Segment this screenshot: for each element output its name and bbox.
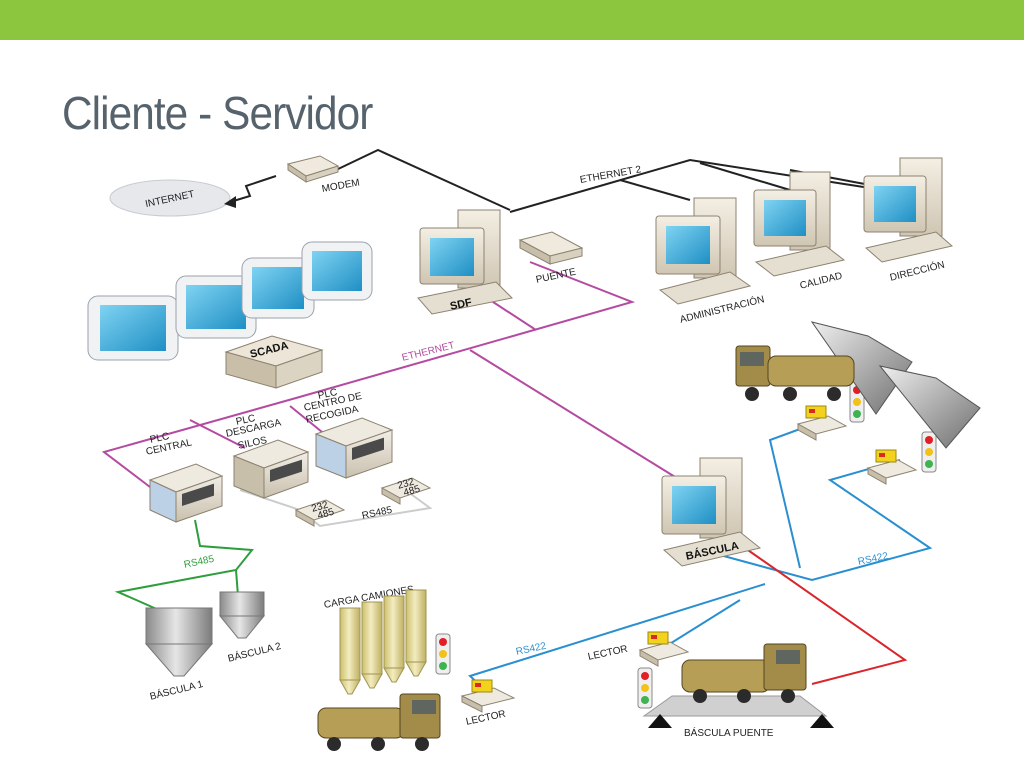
red-lines	[744, 547, 908, 685]
modem-label: MODEM	[321, 177, 361, 194]
truck-carga	[317, 693, 441, 751]
calidad-computer	[753, 171, 846, 277]
internet-arrow	[229, 175, 277, 203]
puente-device: PUENTE	[518, 231, 584, 286]
plc-central-label-1: PLC	[149, 431, 170, 446]
bascula-1-label: BÁSCULA 1	[148, 677, 204, 703]
card-reader-4	[866, 449, 918, 485]
bascula-puente-label: BÁSCULA PUENTE	[684, 726, 774, 739]
converter-a-label-1: 232	[310, 500, 329, 515]
traffic-light-carga	[435, 633, 451, 675]
bascula-2-label: BÁSCULA 2	[226, 639, 282, 665]
plc-centro-label-1: PLC	[317, 387, 338, 402]
converter-a-label-2: 485	[316, 507, 335, 522]
traffic-light-puente	[637, 667, 653, 709]
internet-cloud: INTERNET	[109, 179, 231, 217]
traffic-light-ramp-2	[921, 431, 937, 473]
slide-title: Cliente - Servidor	[62, 87, 373, 139]
direccion-label: DIRECCIÓN	[888, 258, 946, 284]
calidad-label: CALIDAD	[799, 271, 844, 292]
plc-descarga-silos: PLC DESCARGA SILOS	[225, 413, 310, 499]
scada-monitors	[87, 241, 373, 361]
converter-b-label-2: 485	[402, 484, 421, 499]
rs485-label-upper: RS485	[361, 505, 394, 522]
card-reader-2	[638, 631, 690, 667]
top-accent-bar	[0, 0, 1024, 40]
card-reader-1	[460, 679, 516, 713]
truck-top	[735, 345, 855, 401]
plc-centro-recogida: PLC CENTRO DE RECOGIDA	[303, 387, 394, 479]
bascula-2-silo	[218, 591, 266, 639]
bascula-computer: BÁSCULA	[661, 457, 762, 567]
sdf-label: SDF	[449, 296, 473, 312]
plc-descarga-label-1: PLC	[235, 413, 256, 428]
converter-232-485-a: 232 485	[294, 499, 346, 527]
puente-label: PUENTE	[535, 267, 577, 286]
modem-device: MODEM	[286, 155, 361, 195]
truck-ramps	[810, 321, 981, 449]
ethernet-lines	[101, 261, 681, 488]
administracion-computer	[655, 197, 752, 305]
direccion-computer	[863, 157, 954, 263]
rs485-label-lower: RS485	[183, 554, 216, 571]
lector-label-1: LECTOR	[465, 709, 507, 728]
truck-puente	[681, 643, 807, 703]
arrow-head-icon	[224, 196, 236, 208]
card-reader-3	[796, 405, 848, 441]
converter-232-485-b: 232 485	[380, 477, 432, 505]
rs422-label-lower: RS422	[515, 641, 548, 658]
bascula-puente-platform	[642, 695, 834, 728]
sdf-computer: SDF	[417, 209, 514, 315]
lector-label-2: LECTOR	[587, 644, 629, 663]
converter-b-label-1: 232	[396, 477, 415, 492]
scada-box: SCADA	[224, 335, 324, 389]
yellow-silos	[339, 589, 427, 695]
bascula-1-silo	[144, 607, 214, 677]
rs422-label-upper: RS422	[857, 551, 890, 568]
plc-central: PLC CENTRAL	[145, 431, 224, 523]
